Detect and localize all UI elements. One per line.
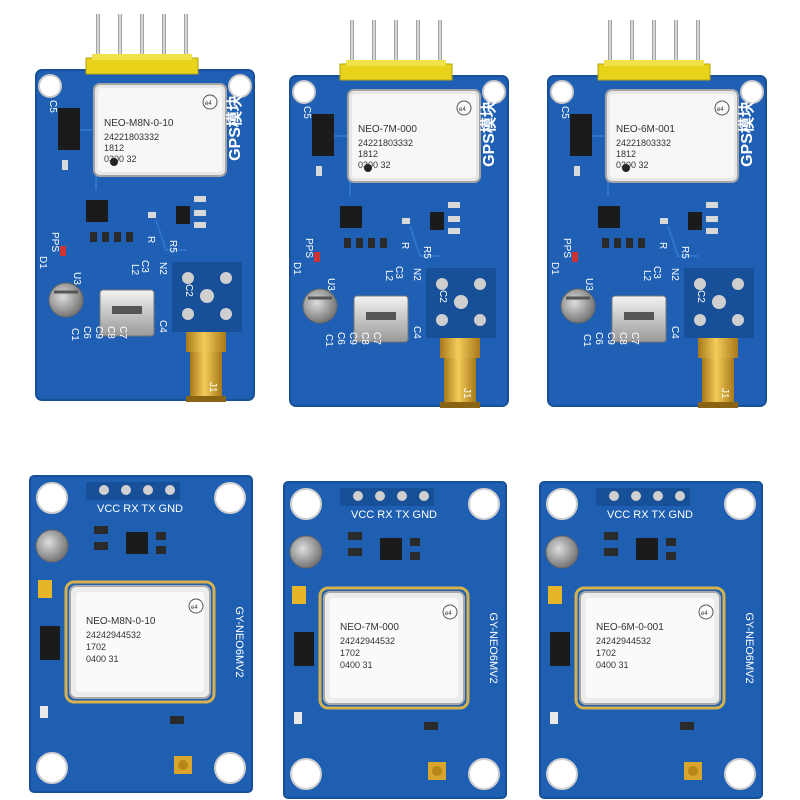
chip-line4: 0300 32 bbox=[616, 160, 649, 170]
label-c4: C4 bbox=[157, 320, 168, 333]
chip-line3: 1702 bbox=[86, 642, 106, 652]
chip-line3: 1812 bbox=[104, 143, 124, 153]
board-label: GY-NEO6MV2 bbox=[743, 612, 755, 683]
top-board-3: NEO-6M-001 e4 24221803332 1812 0300 32 G… bbox=[546, 18, 768, 410]
chip-model: NEO-7M-000 bbox=[340, 622, 399, 633]
label-c3: C3 bbox=[393, 266, 404, 279]
label-r: R bbox=[145, 236, 156, 243]
label-c3: C3 bbox=[139, 260, 150, 273]
label-n2: N2 bbox=[669, 268, 680, 281]
label-l2: L2 bbox=[641, 270, 652, 282]
bottom-board-2: VCC RX TX GND NEO-7M-000 e4 24242944532 … bbox=[282, 480, 508, 800]
label-j1: J1 bbox=[719, 388, 730, 399]
chip-line3: 1702 bbox=[340, 648, 360, 658]
label-n2: N2 bbox=[411, 268, 422, 281]
label-r5: R5 bbox=[167, 240, 178, 253]
label-c2: C2 bbox=[437, 290, 448, 303]
label-j1: J1 bbox=[461, 388, 472, 399]
label-c7: C7 bbox=[371, 332, 382, 345]
board-label: GY-NEO6MV2 bbox=[233, 606, 245, 677]
label-c1: C1 bbox=[581, 334, 592, 347]
chip-line4: 0300 32 bbox=[104, 154, 137, 164]
label-pps: PPS bbox=[561, 238, 572, 258]
pin-labels: VCC RX TX GND bbox=[351, 509, 437, 521]
label-r5: R5 bbox=[679, 246, 690, 259]
chip-line4: 0400 31 bbox=[596, 660, 629, 670]
chip-badge: e4 bbox=[717, 107, 724, 113]
label-c2: C2 bbox=[183, 284, 194, 297]
chip-line3: 1812 bbox=[358, 149, 378, 159]
chip-serial: 24221803332 bbox=[104, 132, 159, 142]
chip-line4: 0400 31 bbox=[86, 654, 119, 664]
chip-model: NEO-6M-001 bbox=[616, 124, 675, 135]
chip-model: NEO-M8N-0-10 bbox=[104, 118, 174, 129]
label-c1: C1 bbox=[323, 334, 334, 347]
label-c6: C6 bbox=[335, 332, 346, 345]
label-c8: C8 bbox=[105, 326, 116, 339]
label-u3: U3 bbox=[583, 278, 594, 291]
label-pps: PPS bbox=[49, 232, 60, 252]
chip-serial: 24242944532 bbox=[340, 636, 395, 646]
chip-badge: e4 bbox=[445, 611, 452, 617]
chip-serial: 24221803332 bbox=[616, 138, 671, 148]
label-r: R bbox=[399, 242, 410, 249]
label-c5: C5 bbox=[559, 106, 570, 119]
label-c4: C4 bbox=[411, 326, 422, 339]
label-j1: J1 bbox=[207, 382, 218, 393]
label-d1: D1 bbox=[37, 256, 48, 269]
top-board-2: NEO-7M-000 e4 24221803332 1812 0300 32 G… bbox=[288, 18, 510, 410]
board-label: GPS模块 bbox=[737, 100, 756, 167]
label-d1: D1 bbox=[291, 262, 302, 275]
label-d1: D1 bbox=[549, 262, 560, 275]
label-c7: C7 bbox=[117, 326, 128, 339]
label-c8: C8 bbox=[617, 332, 628, 345]
chip-line3: 1702 bbox=[596, 648, 616, 658]
chip-model: NEO-7M-000 bbox=[358, 124, 417, 135]
pin-labels: VCC RX TX GND bbox=[97, 503, 183, 515]
label-c7: C7 bbox=[629, 332, 640, 345]
board-label: GPS模块 bbox=[479, 100, 498, 167]
label-c6: C6 bbox=[593, 332, 604, 345]
label-c9: C9 bbox=[605, 332, 616, 345]
bottom-board-3: VCC RX TX GND NEO-6M-0-001 e4 2424294453… bbox=[538, 480, 764, 800]
label-l2: L2 bbox=[129, 264, 140, 276]
chip-line3: 1812 bbox=[616, 149, 636, 159]
label-c8: C8 bbox=[359, 332, 370, 345]
label-l2: L2 bbox=[383, 270, 394, 282]
label-c2: C2 bbox=[695, 290, 706, 303]
chip-badge: e4 bbox=[191, 605, 198, 611]
chip-serial: 24242944532 bbox=[596, 636, 651, 646]
label-u3: U3 bbox=[71, 272, 82, 285]
label-u3: U3 bbox=[325, 278, 336, 291]
label-c5: C5 bbox=[301, 106, 312, 119]
label-c3: C3 bbox=[651, 266, 662, 279]
chip-serial: 24221803332 bbox=[358, 138, 413, 148]
label-r: R bbox=[657, 242, 668, 249]
chip-line4: 0300 32 bbox=[358, 160, 391, 170]
chip-badge: e4 bbox=[205, 101, 212, 107]
board-label: GPS模块 bbox=[225, 94, 244, 161]
top-board-1: NEO-M8N-0-10 e4 24221803332 1812 0300 32… bbox=[34, 12, 256, 404]
label-r5: R5 bbox=[421, 246, 432, 259]
label-c4: C4 bbox=[669, 326, 680, 339]
chip-badge: e4 bbox=[701, 611, 708, 617]
label-c1: C1 bbox=[69, 328, 80, 341]
chip-model: NEO-6M-0-001 bbox=[596, 622, 664, 633]
label-c9: C9 bbox=[347, 332, 358, 345]
label-pps: PPS bbox=[303, 238, 314, 258]
chip-badge: e4 bbox=[459, 107, 466, 113]
label-n2: N2 bbox=[157, 262, 168, 275]
chip-serial: 24242944532 bbox=[86, 630, 141, 640]
bottom-board-1: VCC RX TX GND NEO-M8N-0-10 e4 2424294453… bbox=[28, 474, 254, 794]
chip-line4: 0400 31 bbox=[340, 660, 373, 670]
board-label: GY-NEO6MV2 bbox=[487, 612, 499, 683]
chip-model: NEO-M8N-0-10 bbox=[86, 616, 156, 627]
pin-labels: VCC RX TX GND bbox=[607, 509, 693, 521]
label-c6: C6 bbox=[81, 326, 92, 339]
label-c5: C5 bbox=[47, 100, 58, 113]
label-c9: C9 bbox=[93, 326, 104, 339]
